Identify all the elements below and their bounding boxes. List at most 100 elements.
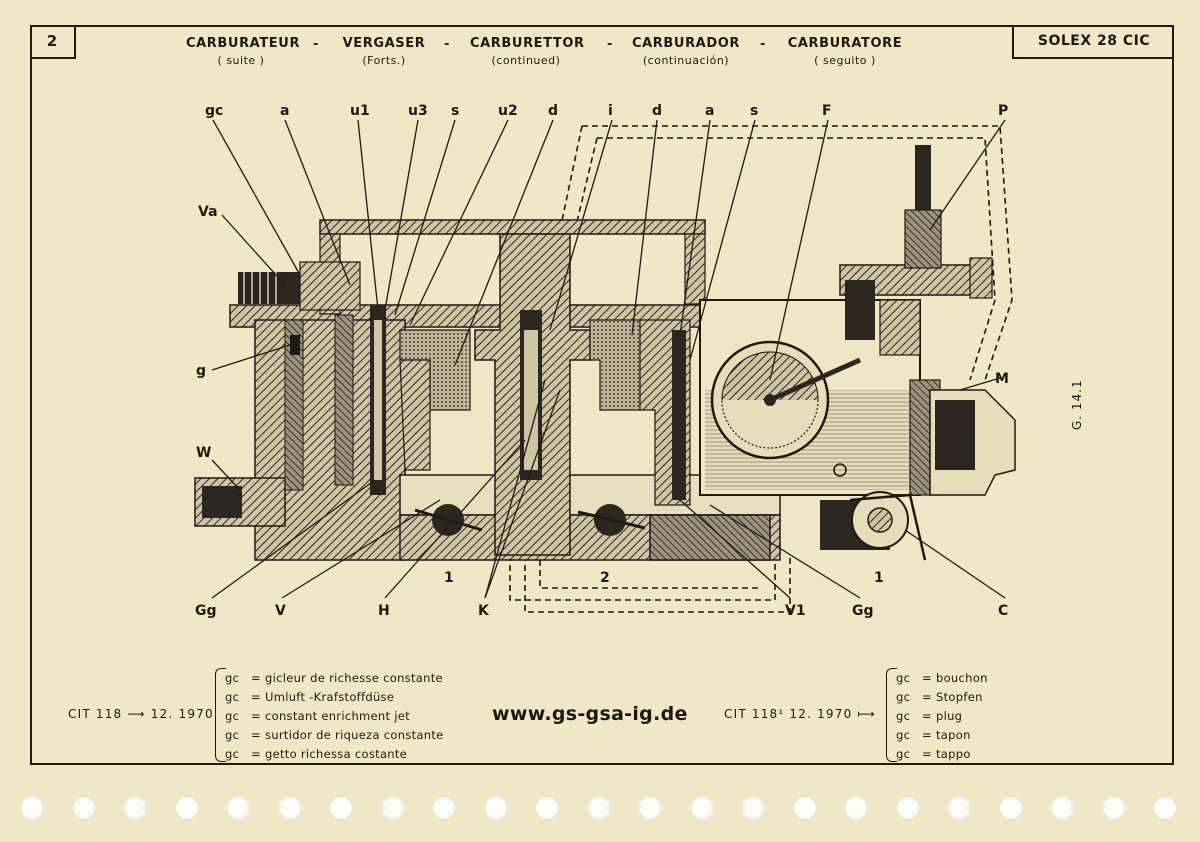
legend-equals: = [251, 689, 261, 704]
header-subtitle: ( suite ) [217, 54, 265, 67]
label-s: s [451, 103, 459, 119]
binder-hole [71, 796, 96, 820]
label-Gg: Gg [195, 603, 217, 619]
label-K: K [478, 603, 490, 619]
label-d-right: d [652, 103, 662, 119]
legend-equals: = [922, 746, 932, 761]
page-number: 2 [30, 25, 76, 59]
zone-1-right: 1 [874, 570, 884, 586]
binder-hole [483, 796, 508, 820]
header-subtitle: (Forts.) [362, 54, 406, 67]
legend-key: gc [896, 670, 911, 685]
binder-hole [586, 796, 611, 820]
model-name: SOLEX 28 CIC [1012, 25, 1174, 59]
legend-row: gc=plug [896, 706, 1116, 725]
legend-brace-left [215, 668, 226, 762]
header-separator: - [444, 37, 450, 52]
header-title: CARBURATORE [787, 36, 903, 51]
binder-hole [844, 796, 868, 820]
label-F: F [822, 103, 832, 119]
label-a: a [280, 103, 289, 119]
legend-equals: = [251, 746, 261, 761]
legend-row: gc = Umluft -Krafstoffdüse [225, 687, 485, 706]
label-i: i [608, 103, 613, 119]
label-P: P [998, 103, 1008, 119]
header-title: CARBURATEUR [186, 36, 301, 51]
legend-equals: = [922, 727, 932, 742]
legend-key: gc [225, 708, 240, 723]
label-W: W [196, 445, 211, 461]
header-de: VERGASER (Forts.) [338, 36, 430, 67]
legend-key: gc [896, 689, 911, 704]
label-Va: Va [198, 204, 218, 220]
legend-text: tapon [936, 727, 971, 742]
label-a-right: a [705, 103, 714, 119]
legend-equals: = [251, 670, 261, 685]
legend-text: tappo [936, 746, 971, 761]
binder-hole [998, 796, 1023, 820]
cit-reference-left: CIT 118 ⟶ 12. 1970 [68, 707, 214, 721]
legend-equals: = [251, 727, 261, 742]
legend-text: constant enrichment jet [265, 708, 410, 723]
binder-hole [947, 796, 971, 820]
legend-text: Umluft -Krafstoffdüse [265, 689, 395, 704]
legend-row: gc=Stopfen [896, 687, 1116, 706]
label-g: g [196, 363, 206, 379]
binder-hole [174, 796, 199, 820]
legend-row: gc=bouchon [896, 668, 1116, 687]
label-s-right: s [750, 103, 758, 119]
binder-hole [792, 796, 817, 820]
label-gc: gc [205, 103, 223, 119]
legend-right: gc=bouchon gc=Stopfen gc=plug gc=tapon g… [896, 668, 1116, 763]
website-url: www.gs-gsa-ig.de [492, 703, 688, 725]
binder-hole [226, 796, 250, 820]
binder-hole [380, 796, 405, 820]
binder-hole [1101, 796, 1126, 820]
label-C: C [998, 603, 1008, 619]
legend-text: plug [936, 708, 963, 723]
label-u3: u3 [408, 103, 428, 119]
zone-1: 1 [444, 570, 454, 586]
cit-reference-right: CIT 118¹ 12. 1970 ⟼ [724, 707, 876, 721]
header-separator: - [760, 37, 766, 52]
legend-brace-right [886, 668, 897, 762]
legend-row: gc=surtidor de riqueza constante [225, 725, 485, 744]
binder-hole [20, 796, 44, 820]
legend-key: gc [225, 727, 240, 742]
legend-text: getto richessa costante [265, 746, 408, 761]
zone-2: 2 [600, 570, 610, 586]
binder-hole [432, 796, 456, 820]
legend-row: gc = getto richessa costante [225, 744, 485, 763]
legend-left: gc = gicleur de richesse constante gc = Umlu… [225, 668, 485, 763]
legend-key: gc [225, 746, 240, 761]
legend-key: gc [896, 708, 911, 723]
header-subtitle: (continuación) [642, 54, 730, 67]
callout-labels: gc a u1 u3 s u2 d i d a s F P Va g W M G… [195, 103, 1009, 619]
legend-key: gc [225, 670, 240, 685]
label-Gg-right: Gg [852, 603, 874, 619]
header-title: CARBURADOR [632, 36, 741, 51]
legend-row: gc = gicleur de richesse constante [225, 668, 485, 687]
legend-equals: = [922, 670, 932, 685]
legend-row: gc = tappo [896, 744, 1116, 763]
label-u1: u1 [350, 103, 370, 119]
header-en: CARBURETTOR (continued) [470, 36, 585, 67]
legend-key: gc [896, 746, 911, 761]
header-subtitle: ( seguito ) [814, 54, 876, 67]
binder-hole [329, 796, 353, 820]
binder-hole [638, 796, 662, 820]
header-separator: - [607, 37, 613, 52]
legend-text: Stopfen [936, 689, 983, 704]
header-title: VERGASER [342, 36, 426, 51]
label-M: M [995, 371, 1009, 387]
header-separator: - [313, 37, 319, 52]
binder-hole [1050, 796, 1074, 820]
dashed-outline [509, 125, 1013, 613]
legend-key: gc [225, 689, 240, 704]
legend-text: gicleur de richesse constante [265, 670, 443, 685]
legend-row: gc=tapon [896, 725, 1116, 744]
header-title: CARBURETTOR [470, 36, 585, 51]
header-subtitle: (continued) [491, 54, 561, 67]
page-frame [30, 25, 1174, 765]
